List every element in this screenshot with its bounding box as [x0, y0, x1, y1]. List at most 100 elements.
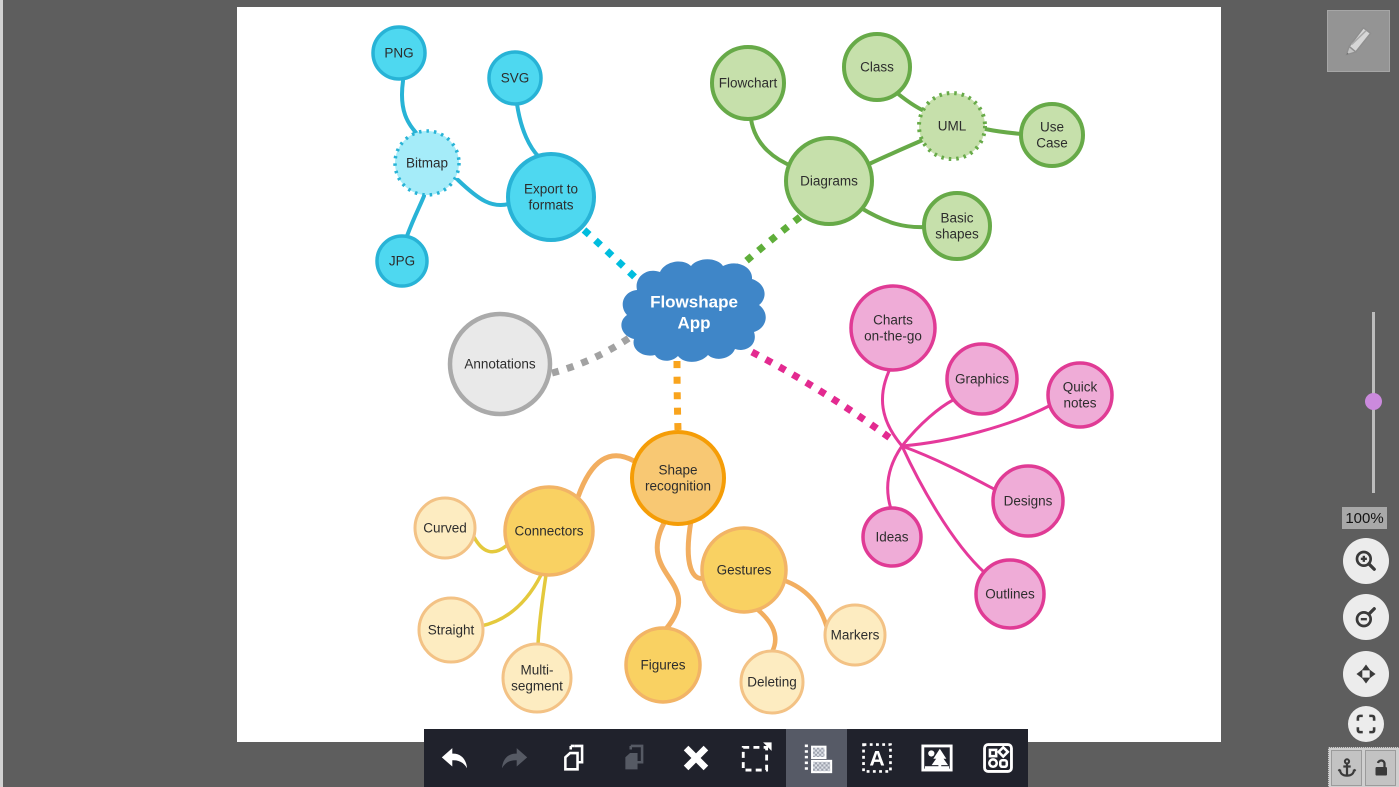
edge-hub-graphics [900, 398, 955, 448]
node-designs[interactable]: Designs [991, 464, 1065, 538]
redo-icon [501, 748, 527, 769]
edit-pencil-button[interactable] [1327, 10, 1390, 72]
edge-shaperec-connectors [575, 453, 637, 500]
anchor-icon [1337, 758, 1356, 777]
node-diagrams[interactable]: Diagrams [784, 136, 874, 226]
edge-root-annotations [551, 333, 634, 377]
node-ideas[interactable]: Ideas [861, 506, 923, 568]
node-graphics[interactable]: Graphics [945, 342, 1019, 416]
align-order-button[interactable] [786, 729, 847, 787]
edge-root-export [581, 227, 647, 289]
delete-button[interactable] [666, 729, 726, 787]
node-flowchart[interactable]: Flowchart [710, 45, 786, 121]
zoom-in-icon [1355, 550, 1376, 571]
copy-icon [564, 744, 584, 771]
edge-root-shaperec [673, 360, 682, 431]
node-deleting[interactable]: Deleting [739, 649, 805, 715]
node-outlines[interactable]: Outlines [974, 558, 1046, 630]
node-svg[interactable]: SVG [487, 50, 543, 106]
node-jpg[interactable]: JPG [375, 234, 429, 288]
edge-diagrams-uml [867, 137, 927, 166]
bottom-toolbar: A [424, 729, 1028, 787]
zoom-in-button[interactable] [1343, 538, 1389, 584]
edge-hub-designs [900, 444, 996, 491]
node-connectors[interactable]: Connectors [503, 485, 595, 577]
edge-hub-quicknotes [900, 404, 1051, 448]
node-label-markers: Markers [831, 628, 880, 643]
node-label-png: PNG [384, 46, 413, 61]
select-icon [742, 742, 772, 772]
node-markers[interactable]: Markers [823, 603, 887, 667]
pan-button[interactable] [1343, 651, 1389, 697]
node-gestures[interactable]: Gestures [700, 526, 788, 614]
zoom-level-label: 100% [1342, 507, 1387, 529]
node-label-designs: Designs [1004, 494, 1053, 509]
copy-button[interactable] [545, 729, 605, 787]
node-annotations[interactable]: Annotations [447, 311, 553, 417]
edge-jpg-bitmap [405, 194, 426, 238]
node-uml[interactable]: UML [917, 91, 987, 161]
edge-connectors-straight [479, 573, 543, 628]
lock-button[interactable] [1365, 750, 1396, 786]
node-label-class: Class [860, 60, 894, 75]
node-bitmap[interactable]: Bitmap [393, 129, 461, 197]
node-label-graphics: Graphics [955, 372, 1009, 387]
node-label-uml: UML [938, 119, 967, 134]
edge-connectors-multisegment [536, 573, 548, 647]
zoom-out-button[interactable] [1343, 594, 1389, 640]
undo-icon [442, 748, 468, 769]
node-label-curved: Curved [423, 521, 467, 536]
node-label-annotations: Annotations [464, 357, 536, 372]
node-label-svg: SVG [501, 71, 530, 86]
edge-uml-usecase [983, 127, 1024, 136]
text-icon: A [862, 743, 892, 773]
paste-icon [625, 744, 644, 770]
align-order-icon [804, 744, 832, 774]
edge-flowchart-diagrams [749, 117, 796, 169]
node-png[interactable]: PNG [371, 25, 427, 81]
pan-icon [1356, 664, 1376, 684]
shapes-icon [982, 743, 1013, 773]
pencil-icon [1344, 26, 1372, 56]
fit-view-button[interactable] [1348, 706, 1384, 742]
edge-png-bitmap [400, 79, 422, 139]
redo-button[interactable] [484, 729, 544, 787]
node-class[interactable]: Class [842, 32, 912, 102]
image-button[interactable] [907, 729, 967, 787]
node-curved[interactable]: Curved [413, 496, 477, 560]
node-straight[interactable]: Straight [417, 596, 485, 664]
node-label-diagrams: Diagrams [800, 174, 858, 189]
anchor-button[interactable] [1331, 750, 1362, 786]
node-label-deleting: Deleting [747, 675, 797, 690]
node-multi-segment[interactable]: Multi-segment [501, 642, 573, 714]
lock-open-icon [1375, 759, 1387, 776]
canvas-pin-strip [1328, 747, 1399, 787]
shapes-button[interactable] [968, 729, 1028, 787]
paste-button[interactable] [605, 729, 665, 787]
node-figures[interactable]: Figures [624, 626, 702, 704]
screen-edge-strip [0, 0, 3, 787]
text-button[interactable]: A [847, 729, 907, 787]
node-label-multi-segment: Multi-segment [511, 663, 563, 694]
edge-hub-ideas [886, 444, 904, 511]
edge-gestures-deleting [754, 606, 778, 655]
text-icon-glyph: A [869, 746, 884, 770]
edge-bitmap-export [456, 178, 511, 207]
zoom-slider-thumb[interactable] [1365, 393, 1382, 410]
undo-button[interactable] [424, 729, 484, 787]
edge-root-pinkhub [750, 348, 897, 444]
select-button[interactable] [726, 729, 786, 787]
